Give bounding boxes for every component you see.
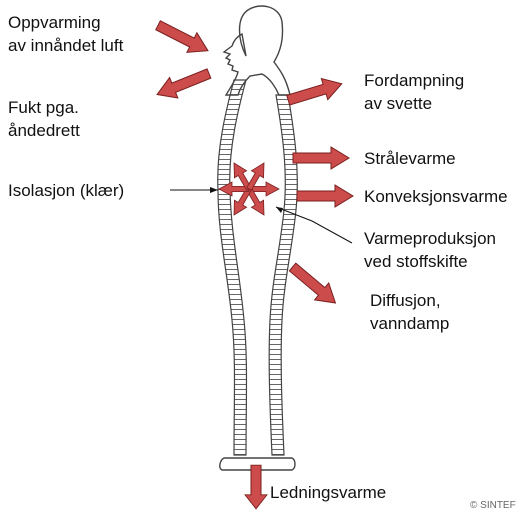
arrow-oppvarming	[153, 15, 213, 60]
label-diffusjon-line1: Diffusjon,	[370, 290, 441, 311]
label-fukt-line1: Fukt pga.	[8, 97, 79, 118]
label-diffusjon-line2: vanndamp	[370, 313, 449, 334]
label-fukt-line2: åndedrett	[8, 120, 80, 141]
arrow-fordampning	[285, 73, 345, 110]
clothing-right-strip	[269, 95, 297, 455]
clothing-left-strip	[218, 80, 247, 455]
arrow-konveksjon	[297, 185, 353, 207]
label-fordampning-line1: Fordampning	[364, 70, 464, 91]
label-varmeproduksjon-line1: Varmeproduksjon	[364, 228, 496, 249]
pointer-isolasjon	[170, 187, 218, 193]
label-oppvarming-line2: av innåndet luft	[8, 35, 123, 56]
arrow-ledning	[245, 465, 267, 509]
arrow-fukt	[153, 63, 213, 104]
arrow-stralevarme	[293, 147, 349, 169]
label-konveksjon: Konveksjonsvarme	[364, 186, 508, 207]
label-stralevarme: Strålevarme	[364, 148, 456, 169]
arrow-diffusjon	[285, 259, 342, 312]
label-oppvarming-line1: Oppvarming	[8, 12, 101, 33]
label-fordampning-line2: av svette	[364, 93, 432, 114]
label-varmeproduksjon-line2: ved stoffskifte	[364, 251, 468, 272]
label-isolasjon: Isolasjon (klær)	[8, 180, 124, 201]
label-ledning: Ledningsvarme	[270, 482, 386, 503]
human-figure	[218, 6, 298, 470]
credit-text: © SINTEF	[470, 500, 516, 511]
